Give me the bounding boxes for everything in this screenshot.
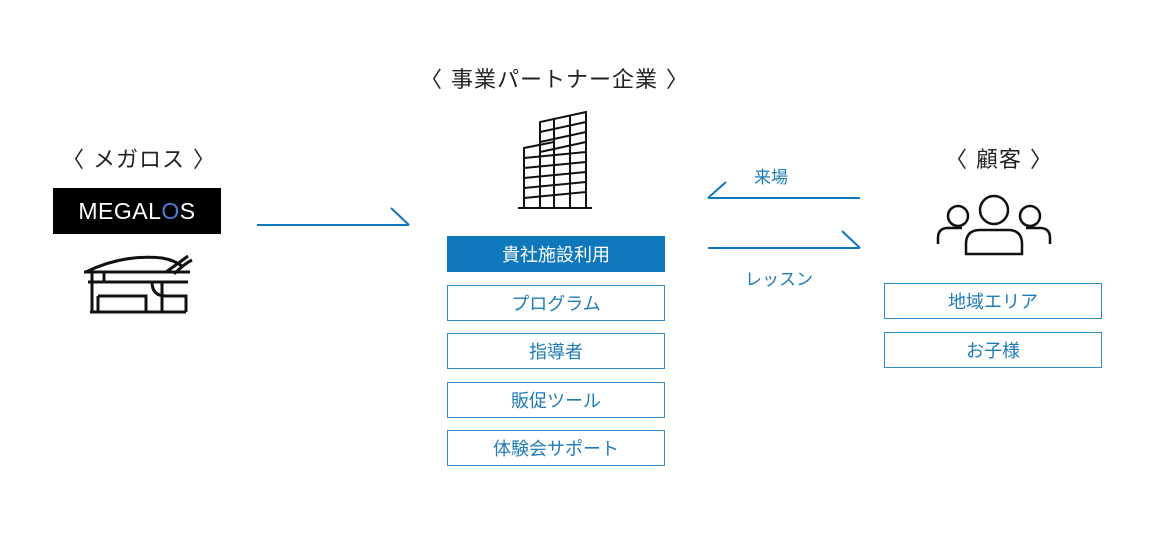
partner-item: 体験会サポート xyxy=(447,430,665,466)
logo-text-part: S xyxy=(179,197,196,224)
logo-text-part: MEGAL xyxy=(78,197,162,224)
logo-text-o: O xyxy=(161,197,180,224)
partner-item: プログラム xyxy=(447,285,665,321)
partner-heading: 〈 事業パートナー企業 〉 xyxy=(420,68,689,93)
arrow-megalos-to-partner xyxy=(257,207,410,226)
arrow-partner-to-customer xyxy=(708,230,861,249)
arrow-customer-to-partner xyxy=(707,181,860,199)
customer-item: お子様 xyxy=(884,332,1102,368)
partner-item: 貴社施設利用 xyxy=(447,236,665,272)
partner-item: 販促ツール xyxy=(447,382,665,418)
stadium-building-icon xyxy=(84,254,193,314)
megalos-heading: 〈 メガロス 〉 xyxy=(62,148,216,173)
people-group-icon xyxy=(936,194,1052,256)
customer-heading: 〈 顧客 〉 xyxy=(945,148,1053,173)
office-building-icon xyxy=(518,110,592,209)
lesson-label: レッスン xyxy=(745,270,813,290)
visit-label: 来場 xyxy=(754,168,788,188)
partner-item: 指導者 xyxy=(447,333,665,369)
customer-item: 地域エリア xyxy=(884,283,1102,319)
